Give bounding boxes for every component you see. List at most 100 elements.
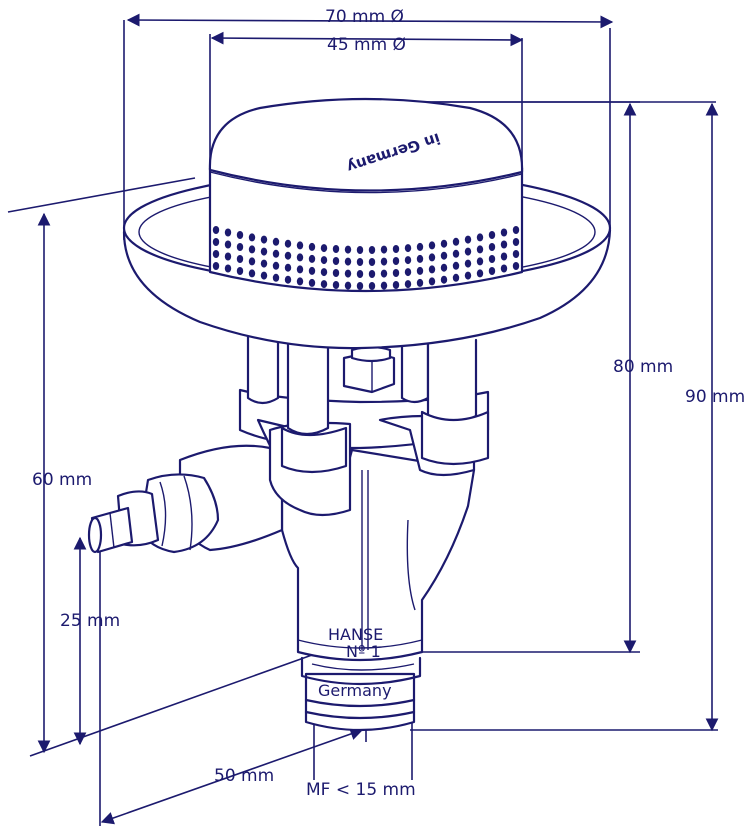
vent-hole [260,235,268,244]
vent-hole [440,251,448,260]
vent-hole [212,226,220,234]
vent-hole [272,249,280,258]
height-80-label: 80 mm [613,357,673,377]
vent-hole [272,261,280,270]
model-marking: Nº 1 [346,642,381,661]
vent-hole [296,277,304,286]
vent-hole [332,269,340,277]
vent-hole [416,266,424,275]
vent-hole [368,246,376,254]
vent-hole [476,257,484,266]
vent-hole [416,254,424,263]
vent-hole [308,266,316,275]
vent-hole [416,278,424,287]
vent-hole [236,243,244,251]
vent-hole [452,249,460,258]
vent-hole [320,256,328,265]
vent-hole [344,281,352,290]
vent-hole [236,231,244,239]
height-90-label: 90 mm [685,387,745,407]
vent-hole [476,245,484,254]
bottom-nipple [300,656,422,732]
vent-hole [380,245,388,254]
vent-hole [452,261,460,270]
vent-hole [488,231,496,239]
vent-hole [404,256,412,265]
vent-hole [284,263,292,272]
vent-hole [368,258,376,266]
vent-hole [500,252,508,261]
vent-hole [428,241,436,250]
vent-hole [356,246,364,254]
vent-hole [380,257,388,266]
vent-hole [224,240,232,249]
vent-hole [332,257,340,265]
vent-hole [212,250,220,258]
vent-hole [440,239,448,248]
vent-hole [284,239,292,248]
vent-hole [488,267,496,275]
vent-hole [308,278,316,287]
vent-hole [512,250,520,258]
vent-hole [260,259,268,268]
vent-hole [380,281,388,290]
vent-hole [224,264,232,273]
vent-hole [464,247,472,256]
outer-diameter-label: 70 mm Ø [325,7,404,27]
vent-hole [428,265,436,274]
vent-hole [452,273,460,282]
vent-hole [380,269,388,278]
vent-hole [356,282,364,290]
vent-hole [392,245,400,253]
vent-hole [356,258,364,266]
vent-hole [248,233,256,242]
inner-diameter-label: 45 mm Ø [327,35,406,55]
depth-50-label: 50 mm [214,766,274,786]
vent-hole [440,275,448,284]
vent-hole [296,265,304,274]
vent-hole [464,235,472,244]
vent-hole [488,243,496,251]
side-inlet-fitting [87,444,284,554]
vent-hole [464,259,472,268]
vent-hole [404,244,412,253]
vent-hole [428,253,436,262]
vent-hole [212,238,220,246]
vent-hole [392,257,400,265]
vent-hole [404,280,412,289]
vent-hole [272,273,280,282]
vent-hole [368,282,376,290]
vent-hole [512,238,520,246]
vent-hole [512,262,520,270]
vent-hole [248,257,256,266]
vent-hole [332,245,340,253]
vent-hole [464,271,472,280]
vent-hole [296,241,304,250]
vent-hole [308,254,316,263]
vent-hole [320,280,328,289]
vent-holes [212,226,520,290]
vent-hole [392,281,400,289]
vent-hole [212,262,220,270]
vent-hole [392,269,400,277]
vent-hole [476,233,484,242]
thread-size-label: MF < 15 mm [306,780,416,800]
vent-hole [512,226,520,234]
vent-hole [236,267,244,275]
vent-hole [476,269,484,278]
vent-hole [260,271,268,280]
vent-hole [356,270,364,278]
vent-hole [284,251,292,260]
vent-hole [224,252,232,261]
vent-hole [272,237,280,246]
vent-hole [344,269,352,278]
vent-hole [308,242,316,251]
nipple-origin-marking: Germany [318,681,392,700]
vent-hole [440,263,448,272]
vent-hole [260,247,268,256]
vent-hole [224,228,232,237]
vent-hole [416,242,424,251]
height-25-label: 25 mm [60,611,120,631]
vent-hole [248,269,256,278]
